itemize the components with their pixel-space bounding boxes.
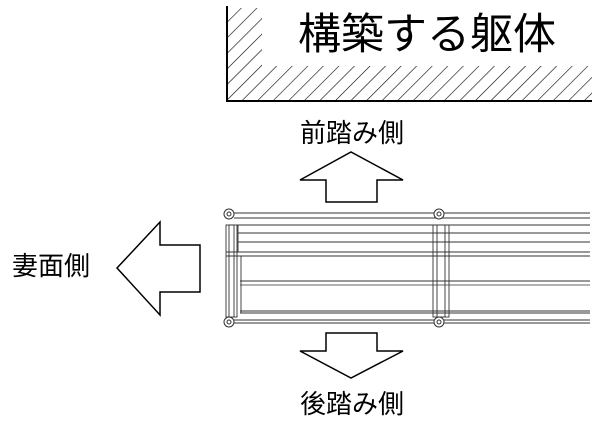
arrow-down-icon (299, 332, 404, 379)
arrow-up-icon (299, 151, 404, 203)
scaffold-plan (225, 212, 590, 324)
back-side-label: 後踏み側 (300, 390, 405, 420)
arrow-left-icon (115, 220, 201, 317)
clamp-icons (223, 208, 445, 328)
front-side-label: 前踏み側 (300, 119, 405, 149)
end-side-label: 妻面側 (12, 252, 91, 282)
structure-label: 構築する躯体 (298, 10, 556, 60)
